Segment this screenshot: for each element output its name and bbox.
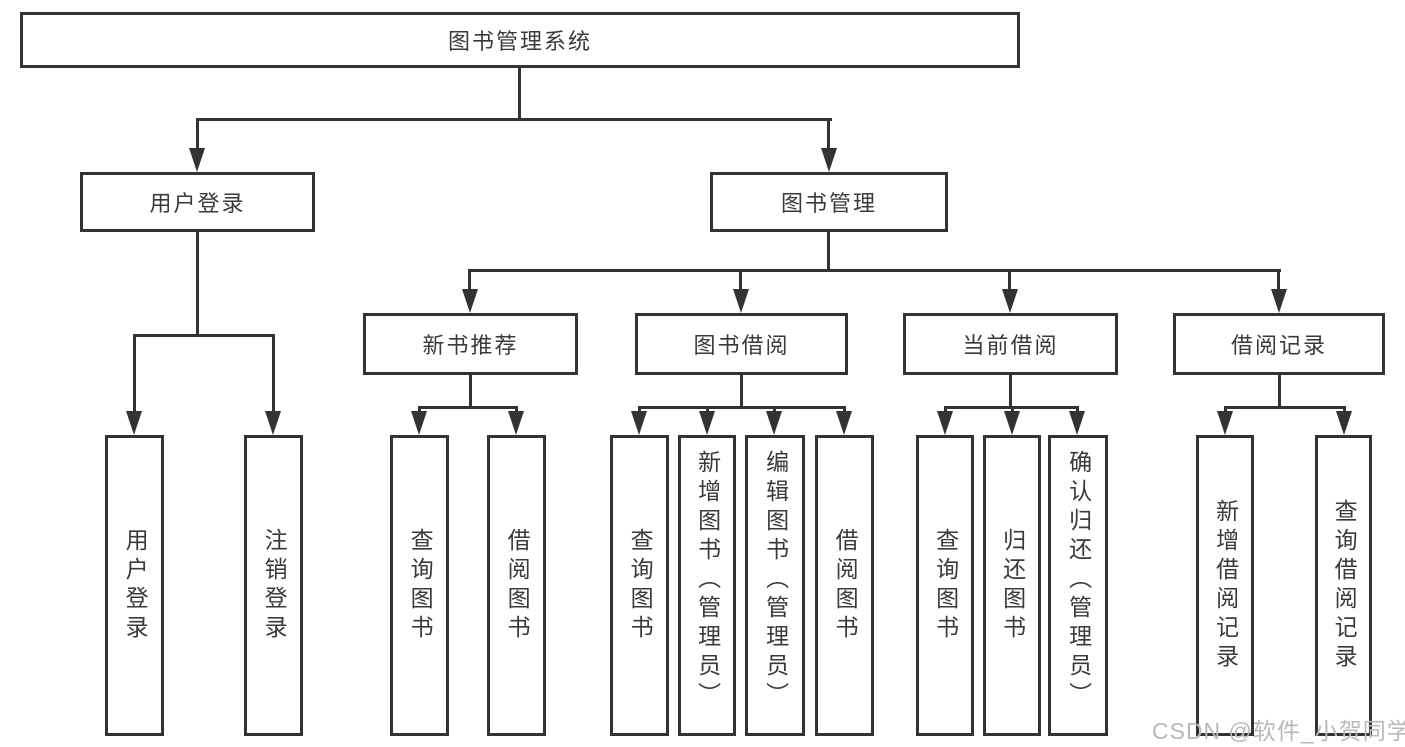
connector-drop-user-login <box>196 118 199 150</box>
arrowhead <box>699 411 715 435</box>
arrowhead <box>1069 411 1085 435</box>
connector-drop-login-leaf <box>133 334 136 413</box>
node-book-mgmt: 图书管理 <box>710 172 948 232</box>
leaf-current-query-label: 查询图书 <box>932 527 959 644</box>
connector-book-borrow-hline <box>638 406 846 409</box>
node-root: 图书管理系统 <box>20 12 1020 68</box>
node-current-borrow: 当前借阅 <box>903 313 1118 375</box>
connector-root-stem <box>518 68 521 121</box>
arrowhead <box>508 411 524 435</box>
arrowhead <box>937 411 953 435</box>
connector-book-mgmt-stem <box>827 232 830 272</box>
leaf-query-borrow-record: 查询借阅记录 <box>1315 435 1372 736</box>
leaf-confirm-return-admin: 确认归还（管理员） <box>1048 435 1108 736</box>
arrowhead-book-mgmt <box>821 148 837 172</box>
leaf-return-book: 归还图书 <box>983 435 1041 736</box>
arrowhead <box>1004 411 1020 435</box>
leaf-add-borrow-record: 新增借阅记录 <box>1196 435 1254 736</box>
leaf-logout-label: 注销登录 <box>261 527 288 644</box>
node-root-label: 图书管理系统 <box>447 29 592 54</box>
connector-drop <box>773 406 776 414</box>
connector-borrow-record-stem <box>1278 375 1281 408</box>
leaf-user-login-label: 用户登录 <box>122 527 149 644</box>
connector-level2-hline <box>468 269 1281 272</box>
connector-level1-hline <box>196 118 832 121</box>
leaf-query-borrow-record-label: 查询借阅记录 <box>1331 498 1358 673</box>
node-user-login-label: 用户登录 <box>149 191 246 216</box>
arrowhead-user-login <box>189 148 205 172</box>
connector-new-book-hline <box>418 406 518 409</box>
leaf-newbook-query: 查询图书 <box>390 435 449 736</box>
connector-drop <box>515 406 518 414</box>
leaf-newbook-borrow: 借阅图书 <box>487 435 546 736</box>
leaf-logout: 注销登录 <box>244 435 303 736</box>
connector-user-login-hline <box>133 334 275 337</box>
arrowhead <box>1217 411 1233 435</box>
leaf-newbook-query-label: 查询图书 <box>407 527 434 644</box>
leaf-edit-book-admin: 编辑图书（管理员） <box>745 435 805 736</box>
arrowhead <box>836 411 852 435</box>
watermark: CSDN @软件_小贺同学 <box>1152 718 1405 744</box>
leaf-confirm-return-admin-label: 确认归还（管理员） <box>1065 450 1092 711</box>
arrowhead-current-borrow <box>1002 289 1018 313</box>
arrowhead-book-borrow <box>733 289 749 313</box>
leaf-add-book-admin-label: 新增图书（管理员） <box>694 450 721 711</box>
node-book-mgmt-label: 图书管理 <box>780 191 877 216</box>
connector-current-borrow-stem <box>1009 375 1012 408</box>
node-new-book-label: 新书推荐 <box>422 333 519 358</box>
node-new-book: 新书推荐 <box>363 313 578 375</box>
arrowhead-login-leaf <box>126 411 142 435</box>
leaf-borrow-book: 借阅图书 <box>815 435 874 736</box>
connector-drop <box>638 406 641 414</box>
leaf-borrow-query-label: 查询图书 <box>627 527 654 644</box>
connector-drop-current-borrow <box>1008 269 1011 291</box>
connector-drop-book-mgmt <box>827 118 830 150</box>
node-current-borrow-label: 当前借阅 <box>962 333 1059 358</box>
leaf-user-login: 用户登录 <box>105 435 164 736</box>
node-book-borrow: 图书借阅 <box>635 313 848 375</box>
connector-drop-borrow-record <box>1277 269 1280 291</box>
connector-new-book-stem <box>469 375 472 408</box>
connector-user-login-stem <box>196 232 199 336</box>
connector-drop <box>1011 406 1014 414</box>
connector-drop-book-borrow <box>739 269 742 291</box>
node-borrow-record-label: 借阅记录 <box>1230 333 1327 358</box>
arrowhead-borrow-record <box>1271 289 1287 313</box>
connector-borrow-record-hline <box>1224 406 1346 409</box>
leaf-borrow-query: 查询图书 <box>610 435 669 736</box>
connector-drop <box>843 406 846 414</box>
arrowhead <box>411 411 427 435</box>
leaf-add-borrow-record-label: 新增借阅记录 <box>1212 498 1239 673</box>
connector-drop <box>1224 406 1227 414</box>
arrowhead-new-book <box>462 289 478 313</box>
arrowhead-logout-leaf <box>265 411 281 435</box>
leaf-borrow-book-label: 借阅图书 <box>832 527 859 644</box>
connector-drop <box>944 406 947 414</box>
connector-drop-logout-leaf <box>272 334 275 413</box>
connector-drop <box>1076 406 1079 414</box>
connector-drop-new-book <box>468 269 471 291</box>
arrowhead <box>1336 411 1352 435</box>
connector-drop <box>706 406 709 414</box>
connector-book-borrow-stem <box>740 375 743 408</box>
leaf-return-book-label: 归还图书 <box>999 527 1026 644</box>
arrowhead <box>631 411 647 435</box>
node-user-login: 用户登录 <box>80 172 315 232</box>
leaf-edit-book-admin-label: 编辑图书（管理员） <box>762 450 789 711</box>
connector-drop <box>418 406 421 414</box>
node-book-borrow-label: 图书借阅 <box>693 333 790 358</box>
node-borrow-record: 借阅记录 <box>1173 313 1385 375</box>
leaf-add-book-admin: 新增图书（管理员） <box>678 435 736 736</box>
arrowhead <box>766 411 782 435</box>
leaf-newbook-borrow-label: 借阅图书 <box>504 527 531 644</box>
leaf-current-query: 查询图书 <box>916 435 974 736</box>
connector-drop <box>1343 406 1346 414</box>
